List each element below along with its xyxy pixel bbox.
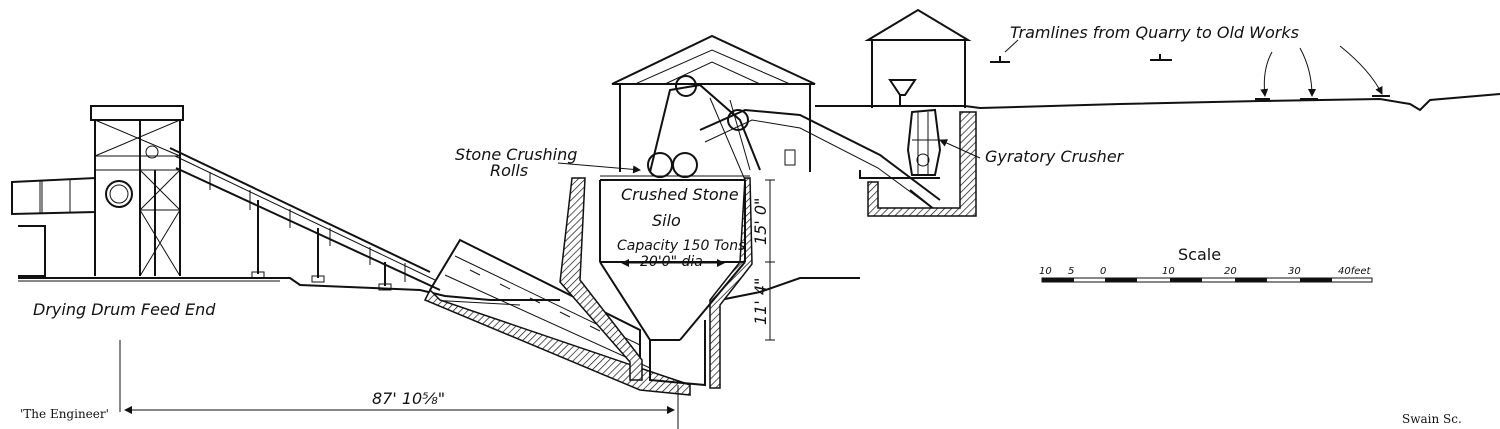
tramlines-label: Tramlines from Quarry to Old Works [1010,23,1299,42]
scale-ticks: 10 5 0 10 20 30 40feet [1039,266,1372,277]
feed-tower [90,105,184,277]
crushed-stone-silo [559,175,753,389]
silo-label-line1: Crushed Stone [621,185,739,204]
credit-publication: 'The Engineer' [20,407,109,421]
scale-title: Scale [1178,245,1221,264]
scale-tick: 40feet [1338,266,1372,277]
inclined-conveyor [169,147,441,291]
silo-capacity-label: Capacity 150 Tons [617,238,745,254]
overall-dimension [119,340,679,429]
scale-bar [1041,277,1373,283]
drying-drum-label: Drying Drum Feed End [33,300,216,319]
scale-tick: 10 [1162,266,1175,277]
drying-drum [11,176,96,277]
inclined-bucket-elevator [423,238,691,396]
scale-tick: 5 [1068,266,1074,277]
scale-tick: 0 [1100,266,1106,277]
stone-rolls-label-line1: Stone Crushing [455,145,577,164]
silo-diameter-label: 20'0" dia [640,254,703,270]
gyratory-crusher-label: Gyratory Crusher [985,147,1125,166]
ground-line [18,93,1500,306]
upper-height-dimension: 15' 0" [751,198,770,245]
lower-height-dimension: 11' 4" [751,278,770,325]
crushing-house [611,34,941,211]
silo-dimensions [621,179,775,341]
tramline-symbols [990,39,1390,100]
scale-tick: 20 [1224,266,1237,277]
stone-rolls-label-line2: Rolls [490,161,528,180]
silo-label-line2: Silo [652,211,681,230]
credit-engraver: Swain Sc. [1402,412,1462,426]
overall-dimension-label: 87' 10⅝" [372,389,445,408]
scale-tick: 10 [1039,266,1052,277]
leader-arrows [557,45,1383,174]
gyratory-crusher-house [859,8,977,217]
scale-tick: 30 [1288,266,1301,277]
